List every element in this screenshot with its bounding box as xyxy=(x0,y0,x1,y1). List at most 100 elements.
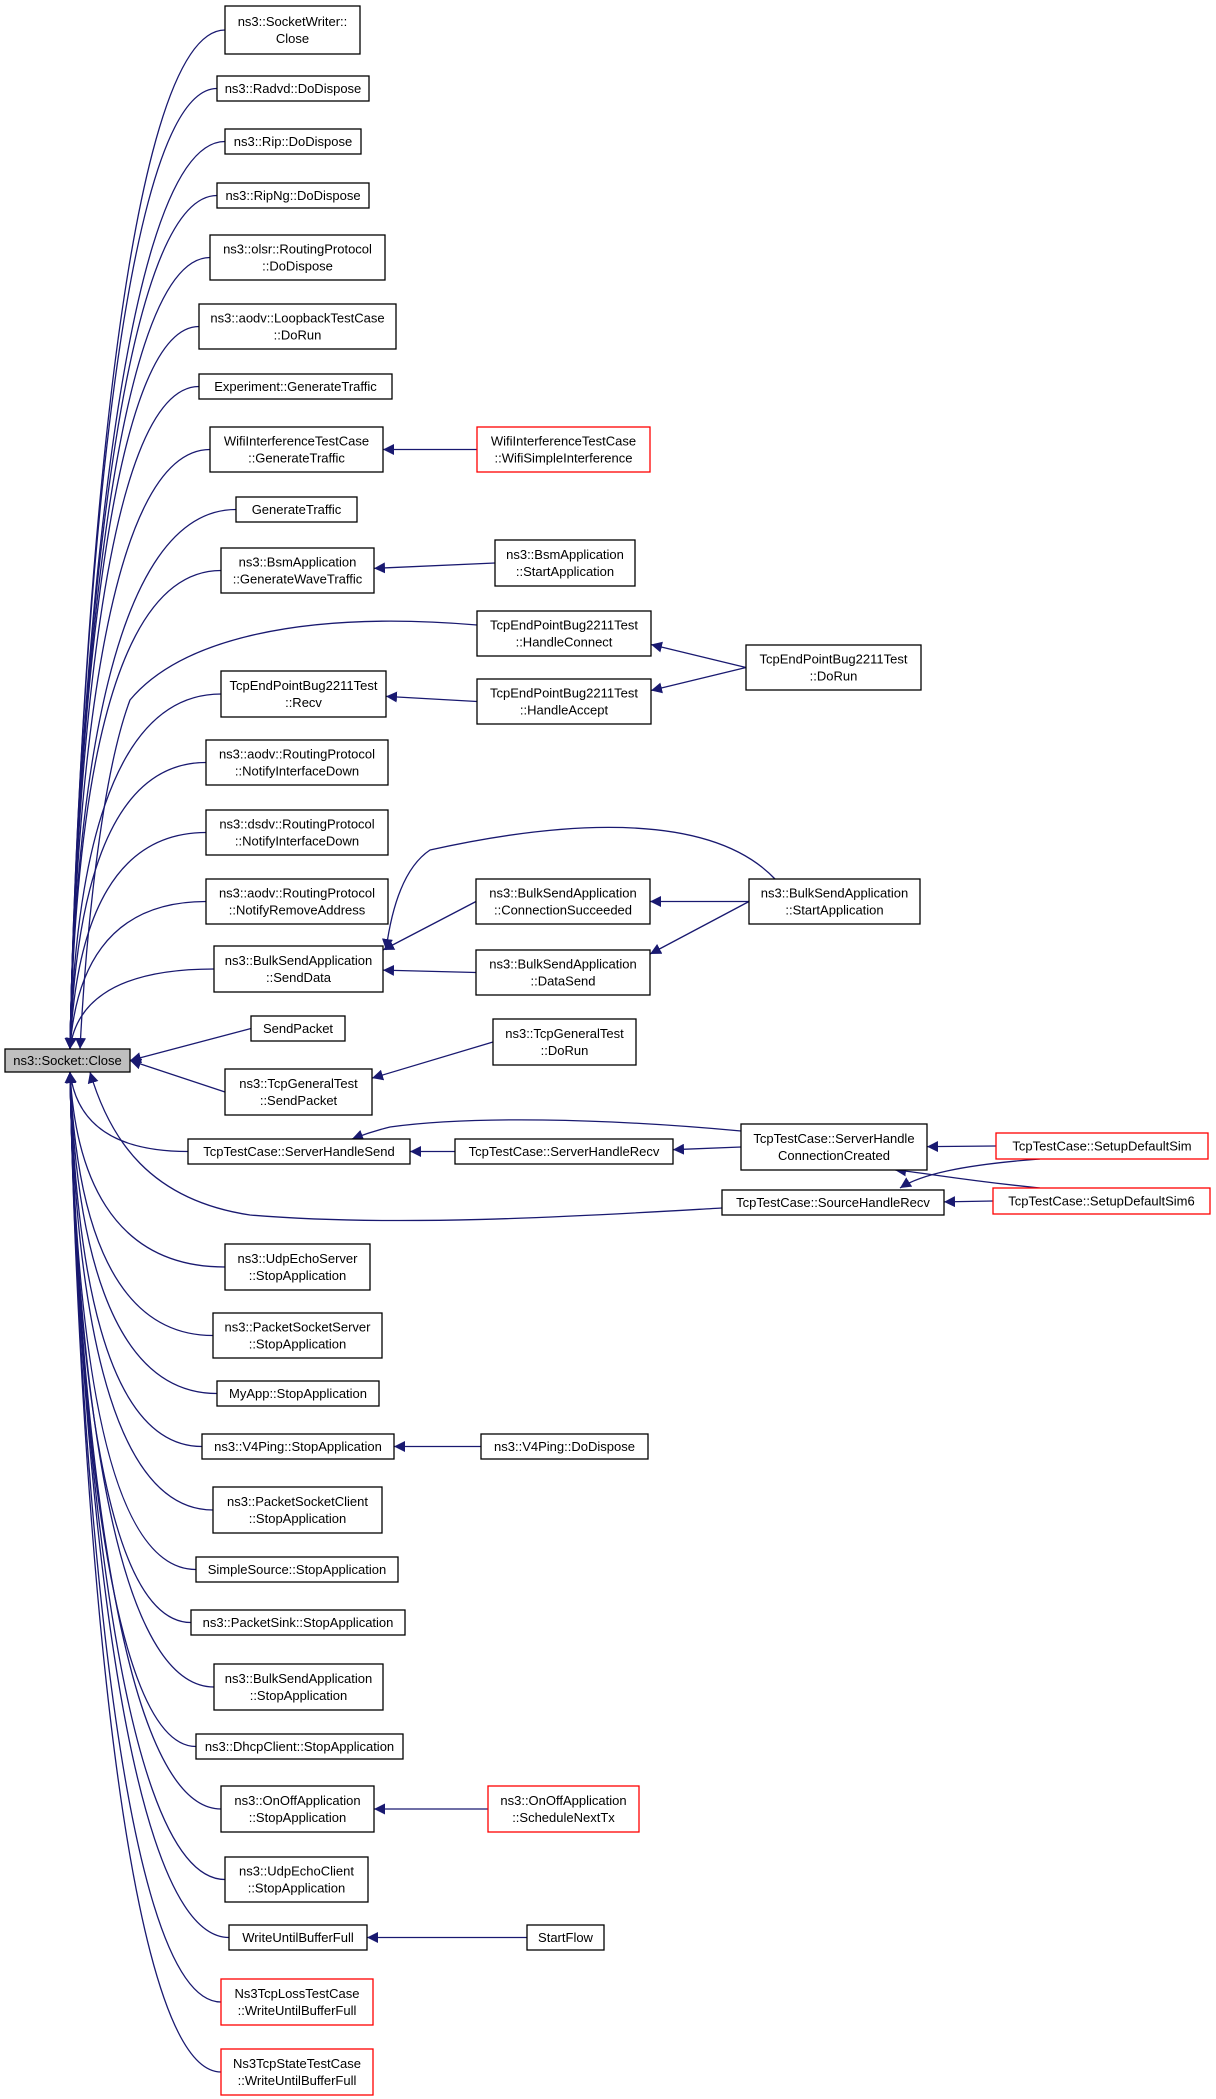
graph-node[interactable]: Experiment::GenerateTraffic xyxy=(198,373,393,400)
graph-node[interactable]: ns3::BsmApplication::StartApplication xyxy=(494,539,636,587)
node-label: ::StopApplication xyxy=(249,1337,347,1352)
node-label: Close xyxy=(276,31,309,46)
node-box xyxy=(213,945,384,993)
graph-node[interactable]: WifiInterferenceTestCase::GenerateTraffi… xyxy=(209,426,384,473)
graph-node[interactable]: ns3::RipNg::DoDispose xyxy=(216,182,370,209)
node-box xyxy=(220,1785,375,1833)
call-edge xyxy=(382,826,776,951)
graph-node[interactable]: Ns3TcpLossTestCase::WriteUntilBufferFull xyxy=(220,1978,374,2026)
graph-node[interactable]: WriteUntilBufferFull xyxy=(228,1924,368,1951)
node-box xyxy=(205,809,389,856)
node-box xyxy=(745,644,922,691)
node-label: ::DoRun xyxy=(810,669,858,684)
graph-node[interactable]: ns3::olsr::RoutingProtocol::DoDispose xyxy=(209,234,386,281)
graph-node[interactable]: ns3::UdpEchoServer::StopApplication xyxy=(224,1243,371,1291)
call-edge xyxy=(64,256,211,1050)
graph-node[interactable]: TcpTestCase::ServerHandleSend xyxy=(187,1138,411,1165)
call-edge xyxy=(65,968,215,1050)
node-box xyxy=(205,739,389,786)
node-label: ::StopApplication xyxy=(249,1511,347,1526)
graph-node[interactable]: ns3::aodv::RoutingProtocol::NotifyRemove… xyxy=(205,878,389,925)
node-box xyxy=(475,949,651,996)
call-edge xyxy=(943,1196,994,1208)
graph-node[interactable]: MyApp::StopApplication xyxy=(216,1380,380,1407)
node-label: ::WriteUntilBufferFull xyxy=(238,2003,357,2018)
graph-node[interactable]: ns3::OnOffApplication::ScheduleNextTx xyxy=(487,1785,640,1833)
graph-node[interactable]: ns3::BulkSendApplication::SendData xyxy=(213,945,384,993)
node-box xyxy=(4,1048,131,1073)
graph-node[interactable]: SendPacket xyxy=(250,1015,346,1042)
call-edge xyxy=(64,29,226,1050)
graph-node[interactable]: ns3::BulkSendApplication::StartApplicati… xyxy=(748,878,921,925)
graph-node[interactable]: TcpTestCase::ServerHandleConnectionCreat… xyxy=(740,1123,928,1171)
graph-node[interactable]: TcpEndPointBug2211Test::HandleConnect xyxy=(476,610,652,657)
node-label: ns3::BulkSendApplication xyxy=(225,1671,372,1686)
node-label: ns3::UdpEchoServer xyxy=(238,1251,359,1266)
graph-node[interactable]: ns3::BulkSendApplication::DataSend xyxy=(475,949,651,996)
graph-node[interactable]: ns3::aodv::LoopbackTestCase::DoRun xyxy=(198,303,397,350)
call-edge xyxy=(650,666,747,694)
node-label: ::DoRun xyxy=(541,1043,589,1058)
graph-node[interactable]: ns3::BulkSendApplication::StopApplicatio… xyxy=(213,1663,384,1711)
graph-node[interactable]: TcpTestCase::SetupDefaultSim6 xyxy=(992,1187,1211,1215)
node-label: TcpEndPointBug2211Test xyxy=(490,686,638,701)
node-box xyxy=(220,670,387,718)
graph-node[interactable]: ns3::PacketSocketServer::StopApplication xyxy=(212,1312,383,1359)
node-label: ::DoRun xyxy=(274,328,322,343)
node-label: ns3::BsmApplication xyxy=(506,547,624,562)
graph-node[interactable]: ns3::V4Ping::StopApplication xyxy=(201,1433,395,1460)
graph-node[interactable]: Ns3TcpStateTestCase::WriteUntilBufferFul… xyxy=(220,2048,374,2096)
graph-node[interactable]: ns3::PacketSink::StopApplication xyxy=(190,1609,406,1636)
node-box xyxy=(476,610,652,657)
node-label: ::StopApplication xyxy=(250,1688,348,1703)
graph-node[interactable]: StartFlow xyxy=(526,1924,605,1951)
graph-node[interactable]: ns3::TcpGeneralTest::SendPacket xyxy=(224,1068,373,1116)
graph-node[interactable]: TcpEndPointBug2211Test::DoRun xyxy=(745,644,922,691)
graph-node[interactable]: ns3::Rip::DoDispose xyxy=(224,128,362,155)
node-box xyxy=(235,496,358,523)
graph-node[interactable]: GenerateTraffic xyxy=(235,496,358,523)
node-label: ::HandleAccept xyxy=(520,703,609,718)
graph-node[interactable]: ns3::BsmApplication::GenerateWaveTraffic xyxy=(220,547,375,594)
graph-node[interactable]: ns3::UdpEchoClient::StopApplication xyxy=(224,1856,369,1903)
call-edge xyxy=(64,325,200,1050)
node-box xyxy=(216,1380,380,1407)
graph-node[interactable]: SimpleSource::StopApplication xyxy=(195,1556,399,1583)
node-box xyxy=(526,1924,605,1951)
graph-node[interactable]: ns3::BulkSendApplication::ConnectionSucc… xyxy=(475,878,651,925)
graph-node[interactable]: ns3::TcpGeneralTest::DoRun xyxy=(492,1018,637,1066)
graph-node[interactable]: TcpTestCase::SourceHandleRecv xyxy=(721,1189,945,1216)
node-box xyxy=(220,547,375,594)
graph-node[interactable]: TcpEndPointBug2211Test::HandleAccept xyxy=(476,678,652,725)
node-label: TcpEndPointBug2211Test xyxy=(760,652,908,667)
graph-node[interactable]: ns3::Socket::Close xyxy=(4,1048,131,1073)
node-box xyxy=(995,1132,1209,1160)
graph-node[interactable]: TcpTestCase::SetupDefaultSim xyxy=(995,1132,1209,1160)
call-edge xyxy=(64,569,222,1050)
graph-node[interactable]: TcpEndPointBug2211Test::Recv xyxy=(220,670,387,718)
node-box xyxy=(476,678,652,725)
node-label: ::DataSend xyxy=(530,974,595,989)
call-edge xyxy=(351,1119,742,1141)
graph-node[interactable]: ns3::DhcpClient::StopApplication xyxy=(195,1733,404,1760)
graph-node[interactable]: ns3::V4Ping::DoDispose xyxy=(480,1433,649,1460)
graph-node[interactable]: WifiInterferenceTestCase::WifiSimpleInte… xyxy=(476,426,651,473)
graph-node[interactable]: ns3::PacketSocketClient::StopApplication xyxy=(212,1486,383,1534)
graph-node[interactable]: ns3::Radvd::DoDispose xyxy=(216,75,370,102)
node-label: Ns3TcpStateTestCase xyxy=(233,2056,361,2071)
node-label: ::ConnectionSucceeded xyxy=(494,903,632,918)
node-box xyxy=(220,2048,374,2096)
graph-node[interactable]: ns3::SocketWriter::Close xyxy=(224,5,361,55)
graph-node[interactable]: ns3::aodv::RoutingProtocol::NotifyInterf… xyxy=(205,739,389,786)
call-edge xyxy=(385,691,478,703)
node-label: ::StartApplication xyxy=(785,903,883,918)
graph-node[interactable]: ns3::dsdv::RoutingProtocol::NotifyInterf… xyxy=(205,809,389,856)
node-box xyxy=(195,1733,404,1760)
node-label: TcpTestCase::SetupDefaultSim xyxy=(1012,1139,1191,1154)
call-edge xyxy=(65,1071,226,1268)
graph-node[interactable]: TcpTestCase::ServerHandleRecv xyxy=(454,1138,674,1165)
call-edge xyxy=(382,964,477,976)
graph-node[interactable]: ns3::OnOffApplication::StopApplication xyxy=(220,1785,375,1833)
node-label: ns3::aodv::RoutingProtocol xyxy=(219,747,375,762)
